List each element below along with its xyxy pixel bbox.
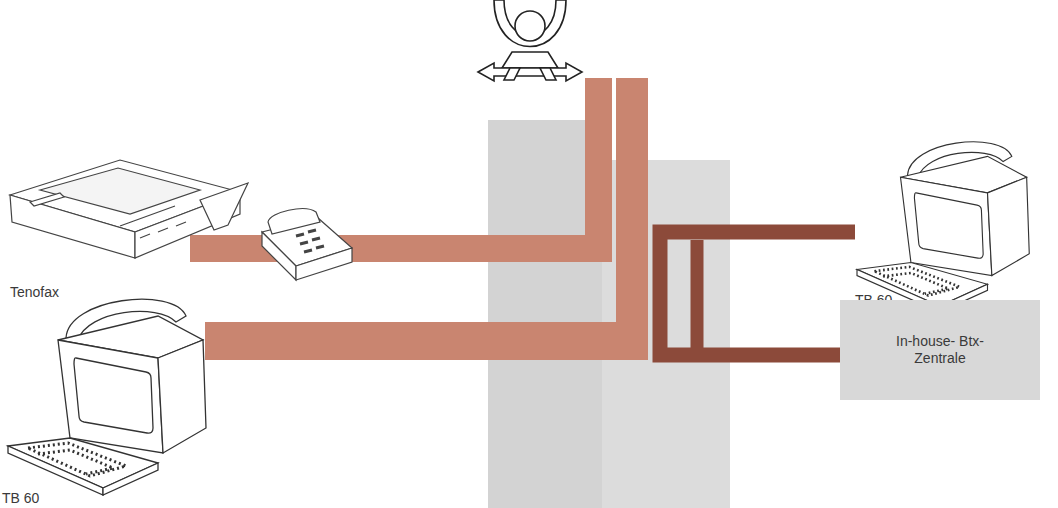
box-label: In-house- Btx-Zentrale — [885, 333, 995, 367]
btx-terminal — [857, 142, 1029, 312]
line-band-stripe — [691, 240, 704, 350]
building-column — [488, 120, 602, 508]
device-node: TB 60 — [855, 130, 1045, 312]
telephone — [262, 209, 352, 280]
btx-terminal — [8, 299, 206, 495]
line-band — [205, 78, 648, 360]
device-node: Tenofax — [5, 150, 245, 302]
line-band — [660, 232, 855, 355]
posthorn-logo — [478, 0, 582, 81]
device-label: TB 60 — [2, 490, 39, 506]
device-label: Tenofax — [10, 284, 59, 300]
device-node: TB 60 — [0, 286, 215, 508]
process-box: In-house- Btx-Zentrale — [840, 300, 1040, 400]
fax-machine — [10, 160, 248, 258]
line-band — [190, 78, 612, 262]
